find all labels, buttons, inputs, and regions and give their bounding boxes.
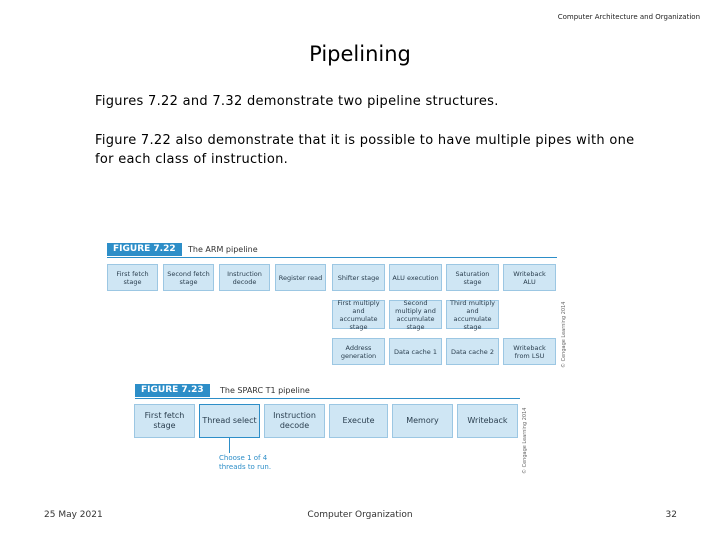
figure-7-23-tag: FIGURE 7.23 bbox=[135, 384, 210, 397]
figure-7-22-rule bbox=[107, 257, 557, 258]
figure-7-22-caption: The ARM pipeline bbox=[188, 245, 258, 254]
footer-center: Computer Organization bbox=[307, 510, 413, 520]
arm-stage: Writeback ALU bbox=[503, 264, 556, 291]
arm-stage: Second fetch stage bbox=[163, 264, 214, 291]
figure-7-23-rule bbox=[135, 398, 520, 399]
arm-stage: Register read bbox=[275, 264, 326, 291]
figure-7-23-copyright: © Cengage Learning 2014 bbox=[522, 407, 528, 474]
course-header: Computer Architecture and Organization bbox=[557, 13, 700, 21]
thread-note: Choose 1 of 4 threads to run. bbox=[219, 454, 272, 471]
sparc-stage: Memory bbox=[392, 404, 453, 438]
figure-7-23-caption: The SPARC T1 pipeline bbox=[220, 386, 310, 395]
sparc-stage: Execute bbox=[329, 404, 388, 438]
figure-7-22-tag: FIGURE 7.22 bbox=[107, 243, 182, 256]
slide-title: Pipelining bbox=[309, 42, 411, 66]
arm-stage: Instruction decode bbox=[219, 264, 270, 291]
sparc-stage: Instruction decode bbox=[264, 404, 325, 438]
sparc-stage: First fetch stage bbox=[134, 404, 195, 438]
sparc-stage: Writeback bbox=[457, 404, 518, 438]
load-store-stage: Data cache 1 bbox=[389, 338, 442, 365]
footer-date: 25 May 2021 bbox=[44, 510, 103, 520]
arm-stage: First fetch stage bbox=[107, 264, 158, 291]
figure-7-22-copyright: © Cengage Learning 2014 bbox=[561, 301, 567, 368]
sparc-stage-thread-select: Thread select bbox=[199, 404, 260, 438]
arm-stage: ALU execution bbox=[389, 264, 442, 291]
page-number: 32 bbox=[665, 510, 677, 520]
multiply-stage: First multiply and accumulate stage bbox=[332, 299, 385, 331]
multiply-stage: Third multiply and accumulate stage bbox=[446, 299, 499, 331]
load-store-stage: Address generation bbox=[332, 338, 385, 365]
multiply-stage: Second multiply and accumulate stage bbox=[389, 299, 442, 331]
load-store-stage: Writeback from LSU bbox=[503, 338, 556, 365]
paragraph-2: Figure 7.22 also demonstrate that it is … bbox=[95, 133, 635, 167]
note-pointer-line bbox=[229, 438, 230, 453]
load-store-stage: Data cache 2 bbox=[446, 338, 499, 365]
arm-stage: Shifter stage bbox=[332, 264, 385, 291]
arm-stage: Saturation stage bbox=[446, 264, 499, 291]
paragraph-1: Figures 7.22 and 7.32 demonstrate two pi… bbox=[95, 94, 499, 109]
